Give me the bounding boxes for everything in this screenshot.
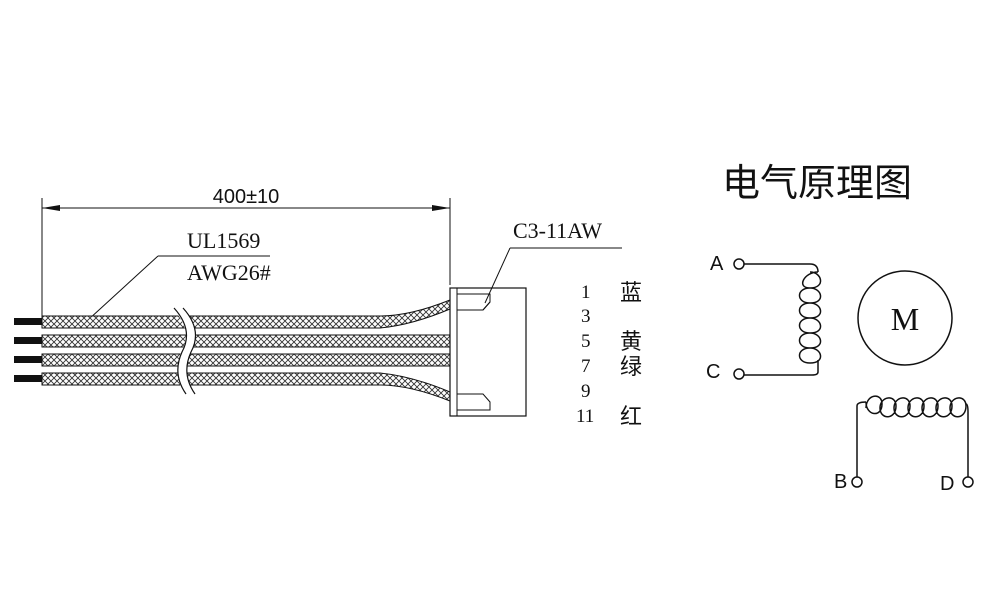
pin-color: 蓝	[620, 281, 642, 306]
pin-number: 11	[576, 406, 594, 427]
wire-bundle	[14, 299, 451, 402]
terminal-b-label: B	[834, 471, 847, 493]
pin-color: 绿	[620, 355, 642, 380]
pin-color: 红	[620, 405, 642, 430]
terminal-b	[851, 476, 863, 488]
pin-number: 9	[581, 381, 591, 402]
coil-ac: A C	[706, 253, 822, 383]
pin-number: 7	[581, 356, 591, 377]
motor: M	[857, 270, 953, 366]
motor-label: M	[891, 301, 919, 337]
length-dimension: 400±10	[41, 186, 451, 318]
wire-tip	[14, 318, 42, 325]
wire-tip	[14, 375, 42, 382]
terminal-c-label: C	[706, 361, 720, 383]
motor-circle	[857, 270, 953, 366]
wire-1	[41, 299, 451, 329]
terminal-d-label: D	[940, 473, 954, 495]
wire-spec-callout: UL1569 AWG26#	[87, 228, 271, 321]
wire-4	[41, 372, 451, 402]
wire-tip	[14, 337, 42, 344]
connector-label: C3-11AW	[513, 218, 602, 243]
schematic: 电气原理图 A C M B D	[706, 161, 974, 495]
coil-bd: B D	[834, 395, 974, 495]
schematic-title: 电气原理图	[722, 161, 912, 205]
pin-table: 1 蓝 3 5 黄 7 绿 9 11 红	[576, 281, 642, 430]
terminal-a-label: A	[710, 253, 724, 275]
pin-number: 3	[581, 306, 591, 327]
wire-3	[41, 353, 451, 367]
break-mark	[174, 304, 195, 397]
pin-color: 黄	[620, 330, 642, 355]
pin-number: 5	[581, 331, 591, 352]
wire-tip	[14, 356, 42, 363]
wire-type-label: UL1569	[187, 228, 260, 253]
gauge-label: AWG26#	[187, 260, 271, 285]
connector: C3-11AW	[449, 218, 622, 417]
wire-2	[41, 334, 451, 348]
terminal-c	[733, 368, 745, 380]
pin-number: 1	[581, 282, 591, 303]
terminal-d	[962, 476, 974, 488]
length-label: 400±10	[213, 186, 280, 208]
terminal-a	[733, 258, 745, 270]
